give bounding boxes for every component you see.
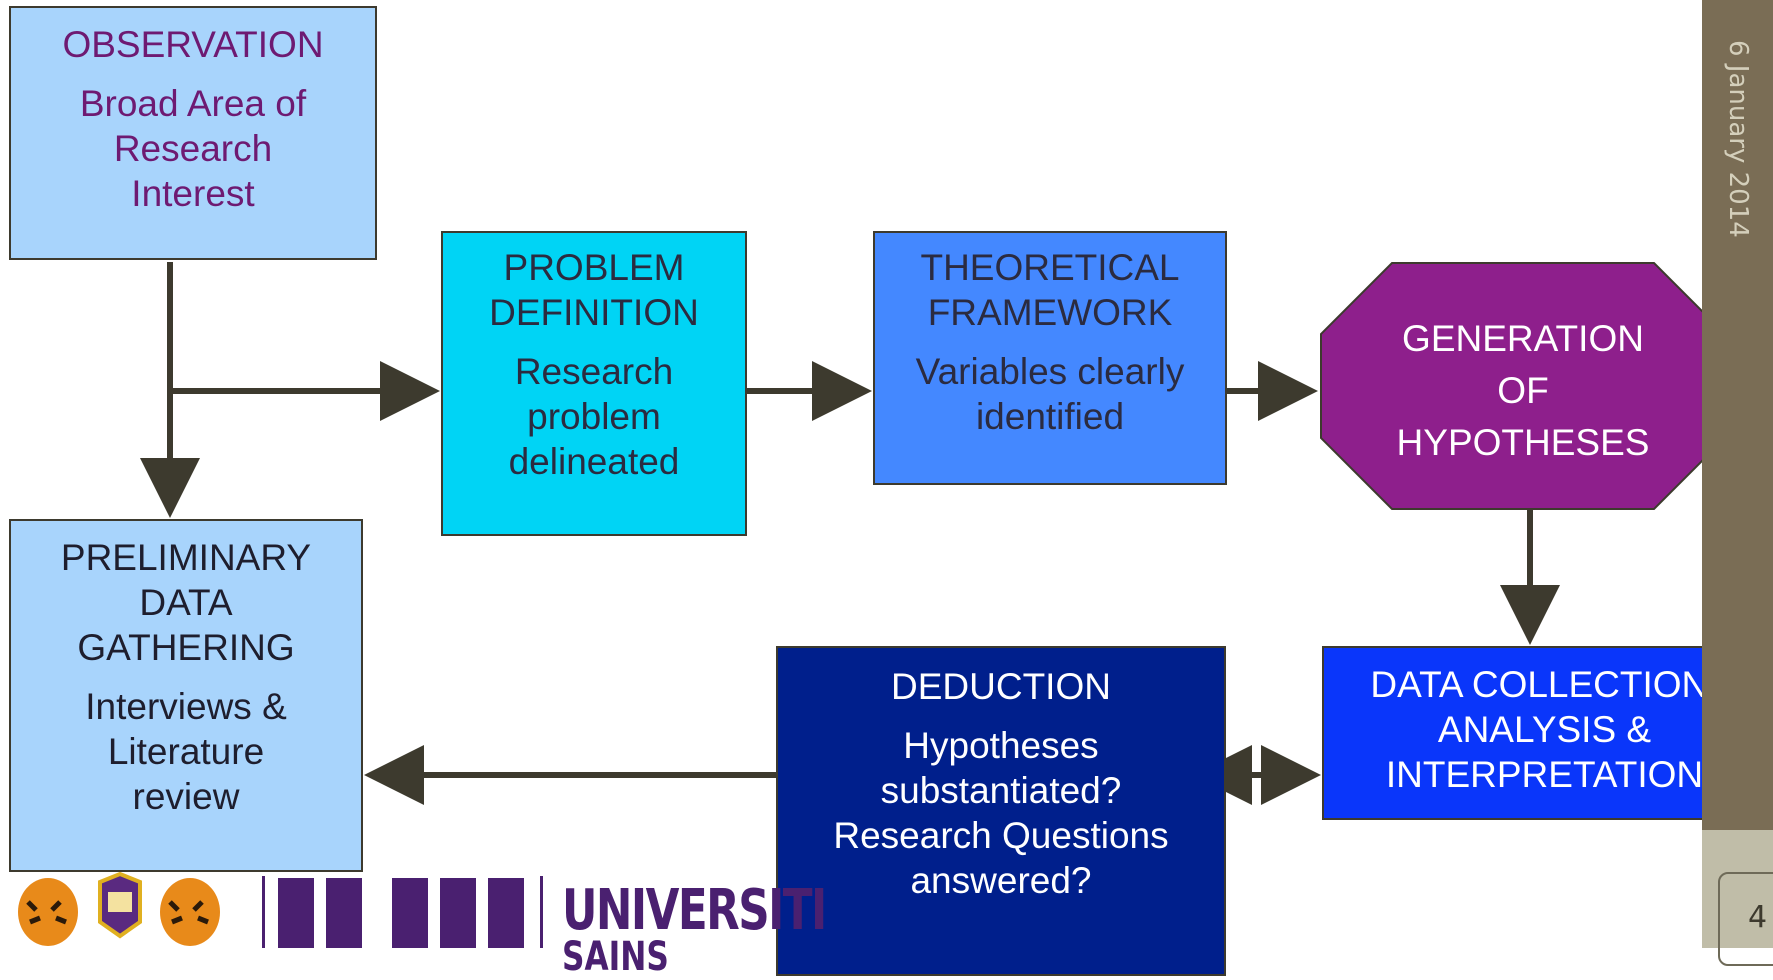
observation-title: OBSERVATION [62, 24, 324, 65]
problem-line-1: Research [514, 351, 674, 392]
hypotheses-line-2: OF [1497, 370, 1549, 411]
observation-line-2: Research [113, 128, 273, 169]
preliminary-line-1: Interviews & [85, 686, 287, 727]
hypotheses-line-1: GENERATION [1402, 318, 1644, 359]
logo-name-line-1: UNIVERSITI [562, 878, 827, 943]
deduction-line-2: substantiated? [880, 770, 1122, 811]
data-collection-box: DATA COLLECTION, ANALYSIS & INTERPRETATI… [1322, 646, 1767, 820]
deduction-line-1: Hypotheses [903, 725, 1099, 766]
data-collection-line-1: DATA COLLECTION, [1370, 664, 1719, 705]
problem-title-2: DEFINITION [489, 292, 699, 333]
slide-date: 6 January 2014 [1708, 40, 1768, 310]
observation-box: OBSERVATION Broad Area of Research Inter… [9, 6, 377, 260]
observation-line-1: Broad Area of [79, 83, 307, 124]
problem-line-2: problem [527, 396, 661, 437]
data-collection-line-3: INTERPRETATION [1385, 754, 1704, 795]
preliminary-title-2: DATA [139, 582, 233, 623]
deduction-title: DEDUCTION [891, 666, 1111, 707]
theoretical-line-1: Variables clearly [915, 351, 1185, 392]
hypotheses-text: GENERATION OF HYPOTHESES [1319, 313, 1727, 469]
logo-name-line-2: SAINS [562, 934, 669, 980]
university-logo [18, 872, 543, 948]
hypotheses-octagon [1320, 262, 1726, 510]
problem-definition-box: PROBLEM DEFINITION Research problem deli… [441, 231, 747, 536]
theoretical-title-1: THEORETICAL [920, 247, 1180, 288]
preliminary-line-3: review [132, 776, 240, 817]
data-collection-line-2: ANALYSIS & [1437, 709, 1652, 750]
usm-logo-mark [262, 876, 543, 948]
slide-sidebar [1702, 0, 1773, 948]
preliminary-title-1: PRELIMINARY [60, 537, 312, 578]
problem-title-1: PROBLEM [503, 247, 685, 288]
connector-arrows [140, 262, 1560, 805]
theoretical-line-2: identified [975, 396, 1125, 437]
theoretical-title-2: FRAMEWORK [927, 292, 1173, 333]
hypotheses-line-3: HYPOTHESES [1396, 422, 1650, 463]
observation-line-3: Interest [131, 173, 255, 214]
page-number: 4 [1748, 900, 1768, 935]
deduction-line-3: Research Questions [833, 815, 1169, 856]
deduction-box: DEDUCTION Hypotheses substantiated? Rese… [776, 646, 1226, 976]
deduction-line-4: answered? [910, 860, 1092, 901]
problem-line-3: delineated [508, 441, 680, 482]
slide-date-text: 6 January 2014 [1723, 40, 1753, 238]
preliminary-line-2: Literature [107, 731, 265, 772]
preliminary-title-3: GATHERING [77, 627, 295, 668]
preliminary-data-box: PRELIMINARY DATA GATHERING Interviews & … [9, 519, 363, 872]
theoretical-framework-box: THEORETICAL FRAMEWORK Variables clearly … [873, 231, 1227, 485]
crest-icon [18, 872, 220, 946]
